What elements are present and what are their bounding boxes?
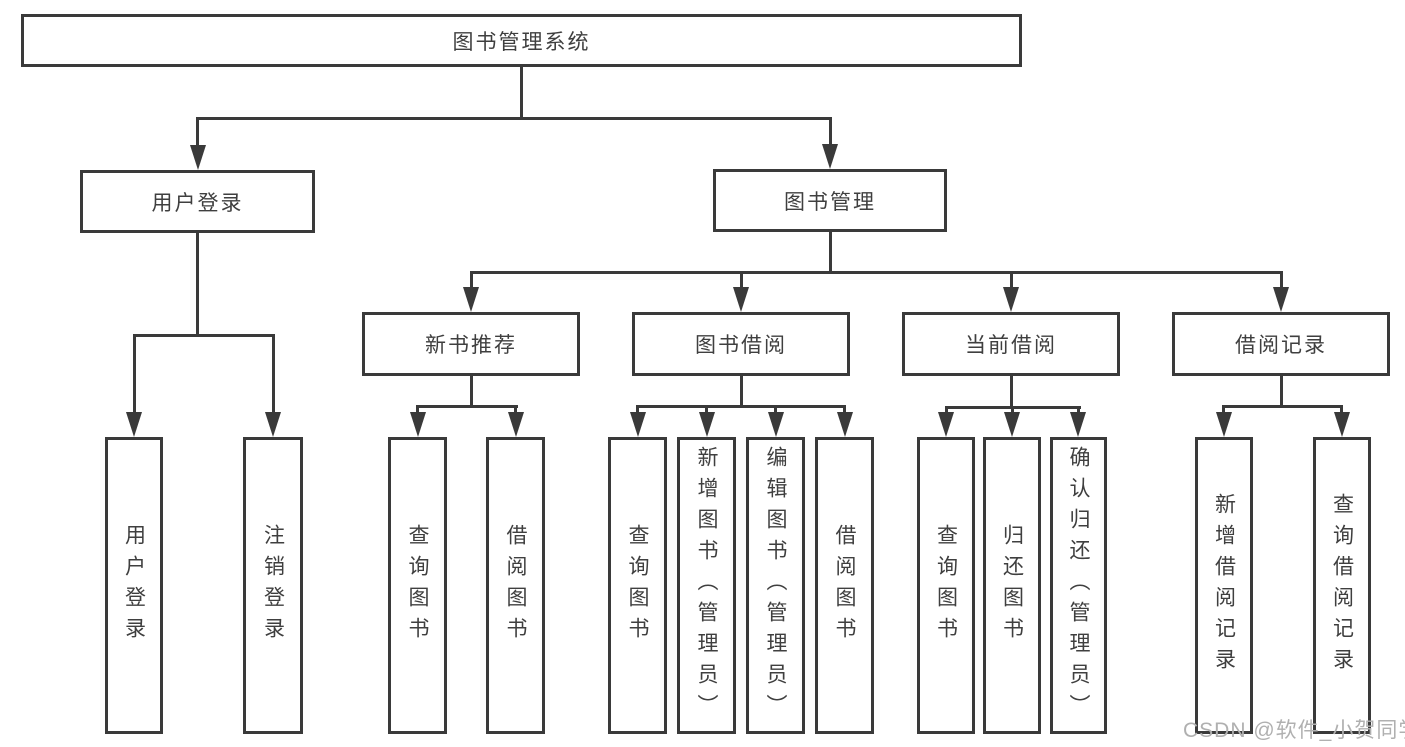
arrow-down-icon [126, 412, 142, 437]
arrow-down-icon [1003, 287, 1019, 312]
arrow-down-icon [410, 412, 426, 437]
connector-mgmt-stub-4 [1280, 271, 1283, 293]
leaf-return-books: 归还图书 [983, 437, 1041, 734]
connector-root-vertical [520, 67, 523, 120]
connector-login-stub-2 [272, 334, 275, 419]
node-library-system: 图书管理系统 [21, 14, 1022, 67]
arrow-down-icon [938, 412, 954, 437]
connector-login-vertical [196, 233, 199, 337]
node-current-borrow: 当前借阅 [902, 312, 1120, 376]
connector-mgmt-horizontal [470, 271, 1283, 274]
arrow-down-icon [463, 287, 479, 312]
connector-root-stub-mgmt [829, 117, 832, 151]
leaf-user-login: 用户登录 [105, 437, 163, 734]
arrow-down-icon [1273, 287, 1289, 312]
leaf-query-books-borrow: 查询图书 [608, 437, 667, 734]
arrow-down-icon [1004, 412, 1020, 437]
node-book-borrow: 图书借阅 [632, 312, 850, 376]
leaf-borrow-books-recommend: 借阅图书 [486, 437, 545, 734]
arrow-down-icon [837, 412, 853, 437]
leaf-query-borrow-record: 查询借阅记录 [1313, 437, 1371, 734]
arrow-down-icon [1216, 412, 1232, 437]
leaf-edit-books-admin: 编辑图书（管理员） [746, 437, 805, 734]
leaf-add-books-admin: 新增图书（管理员） [677, 437, 736, 734]
arrow-down-icon [699, 412, 715, 437]
arrow-down-icon [508, 412, 524, 437]
connector-recommend-horizontal [416, 405, 518, 408]
connector-mgmt-stub-2 [740, 271, 743, 293]
leaf-confirm-return-admin: 确认归还（管理员） [1050, 437, 1107, 734]
connector-current-vertical [1010, 376, 1013, 409]
connector-borrow-vertical [740, 376, 743, 408]
connector-records-vertical [1280, 376, 1283, 408]
leaf-logout: 注销登录 [243, 437, 303, 734]
connector-login-stub-1 [133, 334, 136, 419]
arrow-down-icon [265, 412, 281, 437]
arrow-down-icon [190, 145, 206, 170]
node-borrow-records: 借阅记录 [1172, 312, 1390, 376]
connector-login-horizontal [133, 334, 275, 337]
connector-recommend-vertical [470, 376, 473, 408]
arrow-down-icon [1070, 412, 1086, 437]
connector-records-horizontal [1222, 405, 1343, 408]
arrow-down-icon [1334, 412, 1350, 437]
node-book-management: 图书管理 [713, 169, 947, 232]
leaf-borrow-books: 借阅图书 [815, 437, 874, 734]
leaf-add-borrow-record: 新增借阅记录 [1195, 437, 1253, 734]
leaf-query-books-recommend: 查询图书 [388, 437, 447, 734]
csdn-watermark: CSDN @软件_小贺同学 [1183, 719, 1405, 742]
arrow-down-icon [733, 287, 749, 312]
arrow-down-icon [822, 144, 838, 169]
arrow-down-icon [630, 412, 646, 437]
arrow-down-icon [768, 412, 784, 437]
connector-mgmt-stub-3 [1010, 271, 1013, 293]
node-new-book-recommend: 新书推荐 [362, 312, 580, 376]
connector-root-stub-login [196, 117, 199, 151]
connector-borrow-horizontal [636, 405, 846, 408]
node-user-login: 用户登录 [80, 170, 315, 233]
connector-mgmt-stub-1 [470, 271, 473, 293]
connector-root-horizontal [196, 117, 832, 120]
leaf-query-books-current: 查询图书 [917, 437, 975, 734]
connector-mgmt-vertical [829, 232, 832, 274]
